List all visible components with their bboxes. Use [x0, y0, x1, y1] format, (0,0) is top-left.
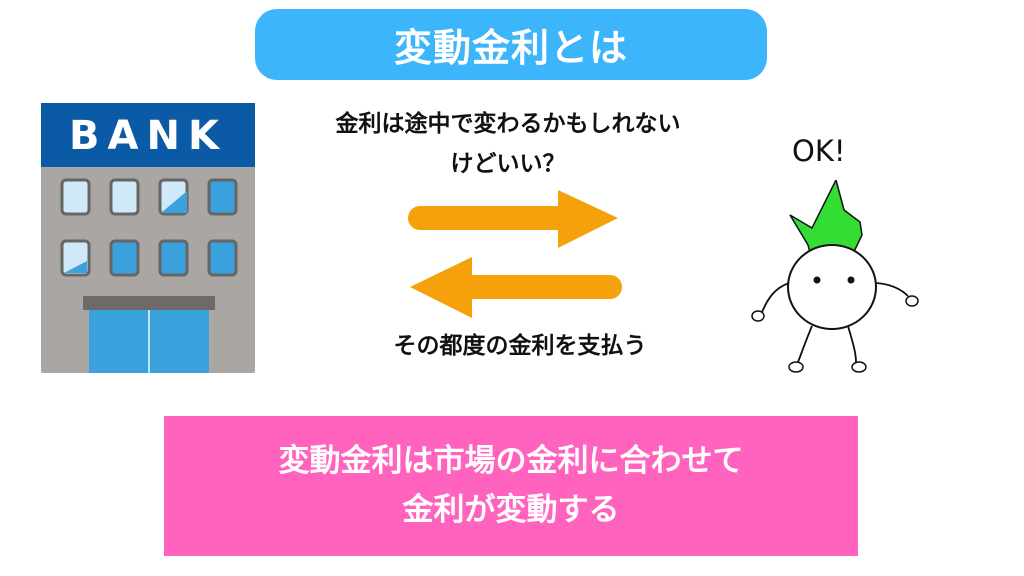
question-line-1: 金利は途中で変わるかもしれない: [335, 111, 681, 137]
bank-building-icon: BANK: [41, 103, 255, 373]
question-line-2: けどいい？: [450, 151, 566, 177]
bank-sign: BANK: [69, 113, 227, 159]
speech-ok: OK!: [792, 134, 846, 168]
title-banner: 変動金利とは: [255, 9, 767, 80]
question-text: 金利は途中で変わるかもしれない けどいい？: [268, 104, 748, 184]
exchange-arrows-icon: [408, 190, 622, 318]
title-text: 変動金利とは: [393, 26, 628, 70]
turnip-character-icon: [751, 180, 919, 373]
summary-line-1: 変動金利は市場の金利に合わせて: [278, 443, 744, 479]
summary-box: 変動金利は市場の金利に合わせて 金利が変動する: [164, 416, 858, 556]
answer-text: その都度の金利を支払う: [393, 333, 647, 359]
summary-line-2: 金利が変動する: [402, 492, 620, 528]
